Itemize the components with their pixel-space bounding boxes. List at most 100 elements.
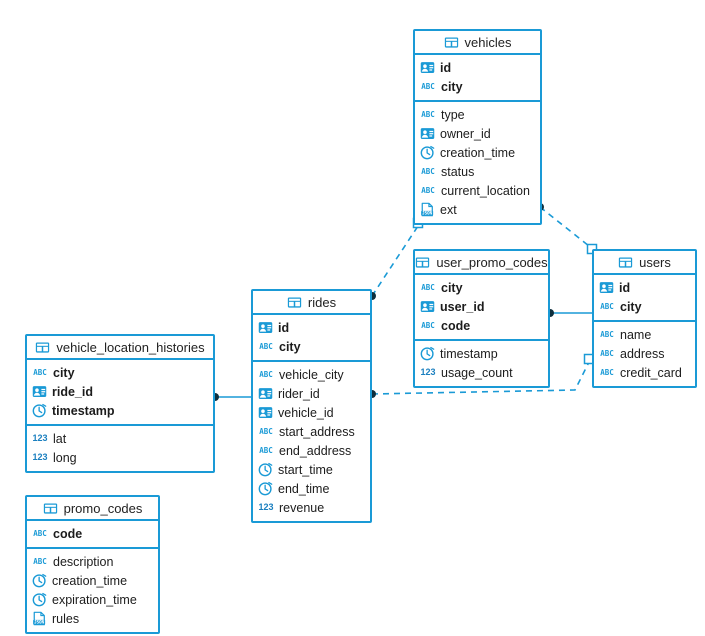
column-field[interactable]: rider_id [253, 384, 370, 403]
key-card-icon [32, 384, 47, 399]
field-label: name [620, 327, 652, 342]
field-label: id [278, 320, 290, 335]
abc-text-icon: ABC [421, 321, 435, 330]
abc-text-icon: ABC [421, 167, 435, 176]
field-label: user_id [440, 299, 485, 314]
table-header-promo_codes[interactable]: promo_codes [27, 497, 158, 521]
field-label: lat [53, 431, 67, 446]
column-field[interactable]: ABC current_location [415, 181, 540, 200]
relationship-vehicle-location-histories-to-rides[interactable] [211, 393, 251, 401]
field-label: status [441, 164, 475, 179]
column-field[interactable]: vehicle_id [253, 403, 370, 422]
relationship-vehicles-to-users[interactable] [536, 203, 598, 255]
field-label: vehicle_id [278, 405, 334, 420]
table-header-vehicles[interactable]: vehicles [415, 31, 540, 55]
field-label: revenue [279, 500, 325, 515]
table-header-vehicle_location_histories[interactable]: vehicle_location_histories [27, 336, 213, 360]
abc-text-icon: ABC [421, 186, 435, 195]
column-field[interactable]: end_time [253, 479, 370, 498]
table-header-users[interactable]: users [594, 251, 695, 275]
column-field[interactable]: ABC name [594, 325, 695, 344]
abc-text-icon: ABC [421, 283, 435, 292]
primary-key-field[interactable]: ABC code [415, 316, 548, 335]
123-number-icon: 123 [258, 502, 274, 512]
field-label: city [53, 365, 75, 380]
table-icon [35, 340, 50, 355]
column-field[interactable]: timestamp [415, 344, 548, 363]
abc-text-icon: ABC [600, 330, 614, 339]
field-label: start_address [279, 424, 355, 439]
primary-key-field[interactable]: user_id [415, 297, 548, 316]
field-label: vehicle_city [279, 367, 344, 382]
field-label: creation_time [52, 573, 128, 588]
field-label: city [620, 299, 642, 314]
primary-key-field[interactable]: id [594, 278, 695, 297]
column-field[interactable]: creation_time [27, 571, 158, 590]
svg-text:JSON: JSON [34, 620, 44, 625]
json-file-icon: JSON [420, 202, 435, 217]
field-label: id [619, 280, 631, 295]
clock-icon [258, 481, 273, 496]
field-label: usage_count [441, 365, 513, 380]
primary-key-field[interactable]: id [253, 318, 370, 337]
primary-key-field[interactable]: ride_id [27, 382, 213, 401]
field-label: ext [440, 202, 457, 217]
key-card-icon [258, 320, 273, 335]
column-field[interactable]: expiration_time [27, 590, 158, 609]
table-header-rides[interactable]: rides [253, 291, 370, 315]
column-field[interactable]: ABC status [415, 162, 540, 181]
column-field[interactable]: JSON ext [415, 200, 540, 219]
table-title: users [639, 254, 671, 270]
key-card-icon [599, 280, 614, 295]
table-title: vehicle_location_histories [56, 339, 205, 355]
column-field[interactable]: 123 usage_count [415, 363, 548, 382]
primary-key-field[interactable]: timestamp [27, 401, 213, 420]
relationship-user-promo-codes-to-users[interactable] [546, 309, 592, 317]
column-field[interactable]: start_time [253, 460, 370, 479]
table-icon [415, 255, 430, 270]
field-label: code [53, 526, 83, 541]
primary-key-field[interactable]: id [415, 58, 540, 77]
abc-text-icon: ABC [33, 557, 47, 566]
field-label: expiration_time [52, 592, 137, 607]
field-label: id [440, 60, 452, 75]
clock-icon [32, 573, 47, 588]
123-number-icon: 123 [420, 367, 436, 377]
field-label: code [441, 318, 471, 333]
key-card-icon [420, 299, 435, 314]
table-header-user_promo_codes[interactable]: user_promo_codes [415, 251, 548, 275]
table-icon [43, 501, 58, 516]
field-label: current_location [441, 183, 530, 198]
column-field[interactable]: 123 revenue [253, 498, 370, 517]
column-field[interactable]: creation_time [415, 143, 540, 162]
column-field[interactable]: owner_id [415, 124, 540, 143]
clock-icon [420, 346, 435, 361]
